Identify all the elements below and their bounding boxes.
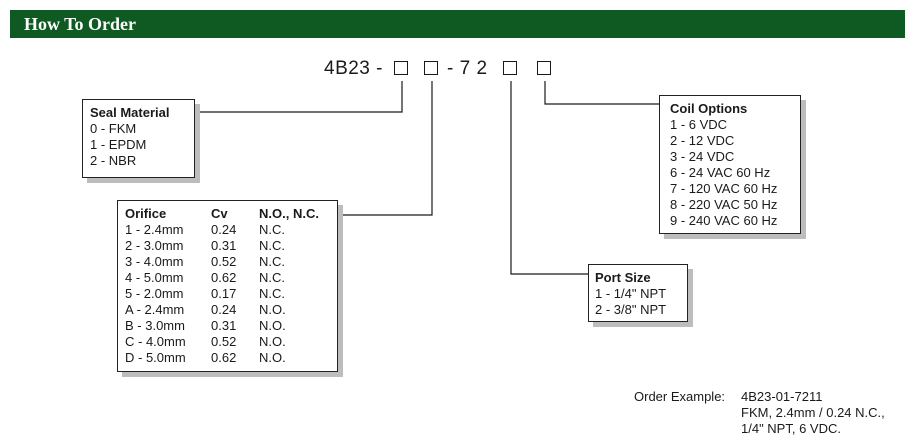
orifice-connector bbox=[338, 81, 433, 216]
table-row: B - 3.0mm 0.31 N.O. bbox=[125, 318, 329, 334]
table-row: C - 4.0mm 0.52 N.O. bbox=[125, 334, 329, 350]
port-size-title: Port Size bbox=[595, 270, 651, 285]
orifice-cell: D - 5.0mm bbox=[125, 350, 186, 365]
cv-cell: 0.31 bbox=[211, 318, 237, 333]
seal-material-box bbox=[394, 61, 408, 75]
no-nc-cell: N.C. bbox=[259, 270, 285, 285]
part-code: 4B23 - - 7 2 bbox=[0, 58, 913, 82]
port-size-item: 1 - 1/4" NPT bbox=[595, 286, 667, 301]
orifice-column-header: Orifice bbox=[125, 206, 167, 221]
no-nc-cell: N.O. bbox=[259, 334, 286, 349]
coil-options-panel: Coil Options 1 - 6 VDC 2 - 12 VDC 3 - 24… bbox=[659, 95, 801, 234]
seal-material-item: 1 - EPDM bbox=[90, 137, 147, 152]
no-nc-cell: N.C. bbox=[259, 238, 285, 253]
coil-option-item: 3 - 24 VDC bbox=[670, 149, 735, 164]
coil-option-item: 2 - 12 VDC bbox=[670, 133, 735, 148]
orifice-cell: B - 3.0mm bbox=[125, 318, 185, 333]
port-size-connector bbox=[510, 81, 588, 275]
coil-option-item: 1 - 6 VDC bbox=[670, 117, 728, 132]
coil-option-item: 8 - 220 VAC 50 Hz bbox=[670, 197, 778, 212]
part-code-middle: - 7 2 bbox=[447, 58, 488, 79]
cv-column-header: Cv bbox=[211, 206, 228, 221]
section-title: How To Order bbox=[24, 14, 137, 34]
table-row: D - 5.0mm 0.62 N.O. bbox=[125, 350, 329, 366]
port-size-box bbox=[503, 61, 517, 75]
no-nc-column-header: N.O., N.C. bbox=[259, 206, 319, 221]
table-row: 1 - 2.4mm 0.24 N.C. bbox=[125, 222, 329, 238]
coil-options-title: Coil Options bbox=[670, 101, 748, 116]
orifice-box bbox=[424, 61, 438, 75]
cv-cell: 0.62 bbox=[211, 270, 237, 285]
cv-cell: 0.52 bbox=[211, 334, 237, 349]
orifice-cell: 3 - 4.0mm bbox=[125, 254, 184, 269]
cv-cell: 0.17 bbox=[211, 286, 237, 301]
orifice-cell: A - 2.4mm bbox=[125, 302, 185, 317]
no-nc-cell: N.C. bbox=[259, 254, 285, 269]
order-example-label: Order Example: bbox=[634, 389, 726, 404]
seal-material-item: 0 - FKM bbox=[90, 121, 137, 136]
orifice-cell: C - 4.0mm bbox=[125, 334, 186, 349]
orifice-header-row: Orifice Cv N.O., N.C. bbox=[125, 206, 329, 222]
cv-cell: 0.24 bbox=[211, 222, 237, 237]
order-example-description: 1/4" NPT, 6 VDC. bbox=[741, 421, 841, 436]
table-row: 3 - 4.0mm 0.52 N.C. bbox=[125, 254, 329, 270]
section-header: How To Order bbox=[10, 10, 905, 38]
cv-cell: 0.62 bbox=[211, 350, 237, 365]
cv-cell: 0.31 bbox=[211, 238, 237, 253]
coil-option-item: 7 - 120 VAC 60 Hz bbox=[670, 181, 778, 196]
seal-material-item: 2 - NBR bbox=[90, 153, 137, 168]
cv-cell: 0.52 bbox=[211, 254, 237, 269]
table-row: 5 - 2.0mm 0.17 N.C. bbox=[125, 286, 329, 302]
seal-material-panel: Seal Material 0 - FKM 1 - EPDM 2 - NBR bbox=[82, 99, 195, 178]
table-row: 2 - 3.0mm 0.31 N.C. bbox=[125, 238, 329, 254]
port-size-item: 2 - 3/8" NPT bbox=[595, 302, 667, 317]
no-nc-cell: N.C. bbox=[259, 222, 285, 237]
orifice-cell: 2 - 3.0mm bbox=[125, 238, 184, 253]
coil-option-item: 6 - 24 VAC 60 Hz bbox=[670, 165, 771, 180]
coil-options-connector bbox=[544, 81, 659, 105]
order-example-description: FKM, 2.4mm / 0.24 N.C., bbox=[741, 405, 885, 420]
part-code-prefix: 4B23 - bbox=[324, 58, 383, 79]
table-row: A - 2.4mm 0.24 N.O. bbox=[125, 302, 329, 318]
no-nc-cell: N.O. bbox=[259, 350, 286, 365]
coil-option-box bbox=[537, 61, 551, 75]
orifice-cell: 4 - 5.0mm bbox=[125, 270, 184, 285]
cv-cell: 0.24 bbox=[211, 302, 237, 317]
port-size-panel: Port Size 1 - 1/4" NPT 2 - 3/8" NPT bbox=[588, 264, 688, 322]
coil-option-item: 9 - 240 VAC 60 Hz bbox=[670, 213, 778, 228]
orifice-cell: 1 - 2.4mm bbox=[125, 222, 184, 237]
no-nc-cell: N.O. bbox=[259, 318, 286, 333]
no-nc-cell: N.O. bbox=[259, 302, 286, 317]
orifice-cell: 5 - 2.0mm bbox=[125, 286, 184, 301]
seal-material-connector bbox=[195, 81, 403, 113]
seal-material-title: Seal Material bbox=[90, 105, 170, 120]
table-row: 4 - 5.0mm 0.62 N.C. bbox=[125, 270, 329, 286]
order-example-part-number: 4B23-01-7211 bbox=[741, 389, 823, 404]
no-nc-cell: N.C. bbox=[259, 286, 285, 301]
